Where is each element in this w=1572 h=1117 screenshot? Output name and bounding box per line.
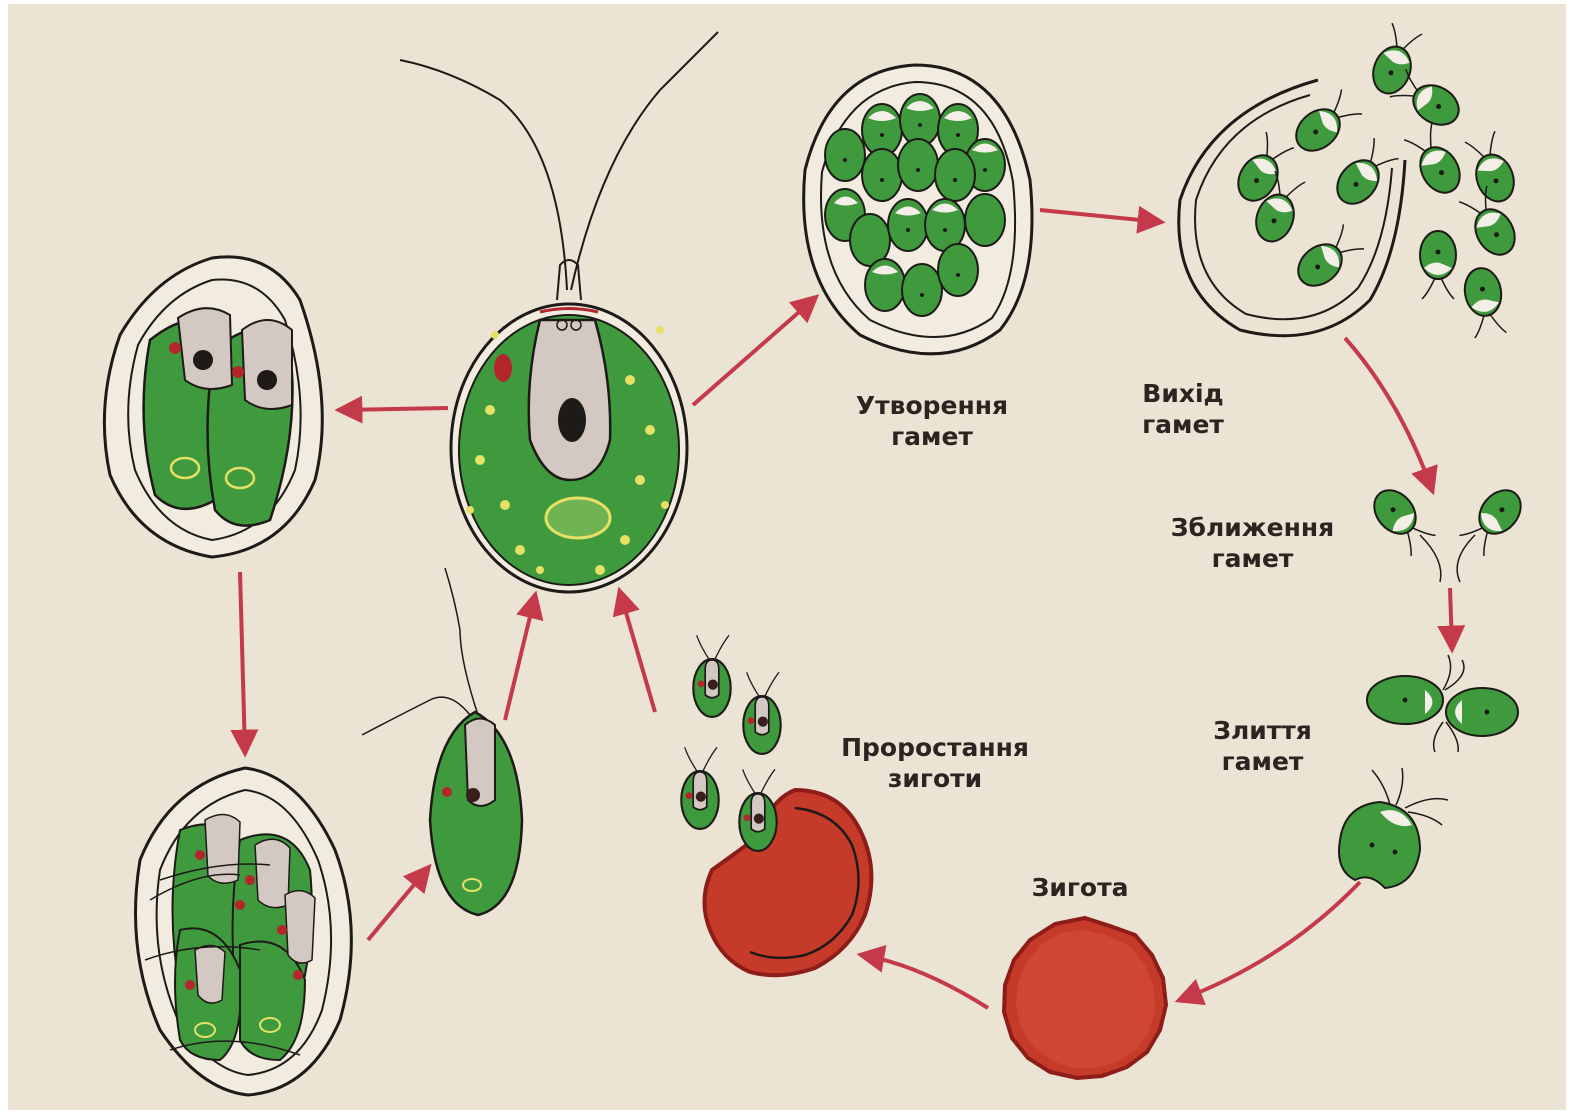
- zygote: [1004, 918, 1166, 1078]
- label-zygote: Зигота: [1010, 872, 1150, 903]
- arrow-to-two-daughters: [340, 408, 448, 410]
- label-gamete-release-line1: Вихід: [1128, 378, 1238, 409]
- gametangium: [804, 65, 1032, 354]
- label-gamete-approach-line1: Зближення: [1155, 512, 1350, 543]
- label-zygote-line1: Зигота: [1010, 872, 1150, 903]
- label-gamete-fusion: Злиття гамет: [1200, 715, 1325, 777]
- label-zygote-germination-line1: Проростання: [815, 732, 1055, 763]
- label-gamete-approach-line2: гамет: [1155, 543, 1350, 574]
- label-gamete-formation: Утворення гамет: [842, 390, 1022, 452]
- label-zygote-germination: Проростання зиготи: [815, 732, 1055, 794]
- label-zygote-germination-line2: зиготи: [815, 763, 1055, 794]
- label-gamete-formation-line1: Утворення: [842, 390, 1022, 421]
- label-gamete-approach: Зближення гамет: [1155, 512, 1350, 574]
- label-gamete-release-line2: гамет: [1128, 409, 1238, 440]
- label-gamete-release: Вихід гамет: [1128, 378, 1238, 440]
- arrow-to-fusion: [1450, 588, 1452, 648]
- label-gamete-formation-line2: гамет: [842, 421, 1022, 452]
- label-gamete-fusion-line2: гамет: [1200, 746, 1325, 777]
- label-gamete-fusion-line1: Злиття: [1200, 715, 1325, 746]
